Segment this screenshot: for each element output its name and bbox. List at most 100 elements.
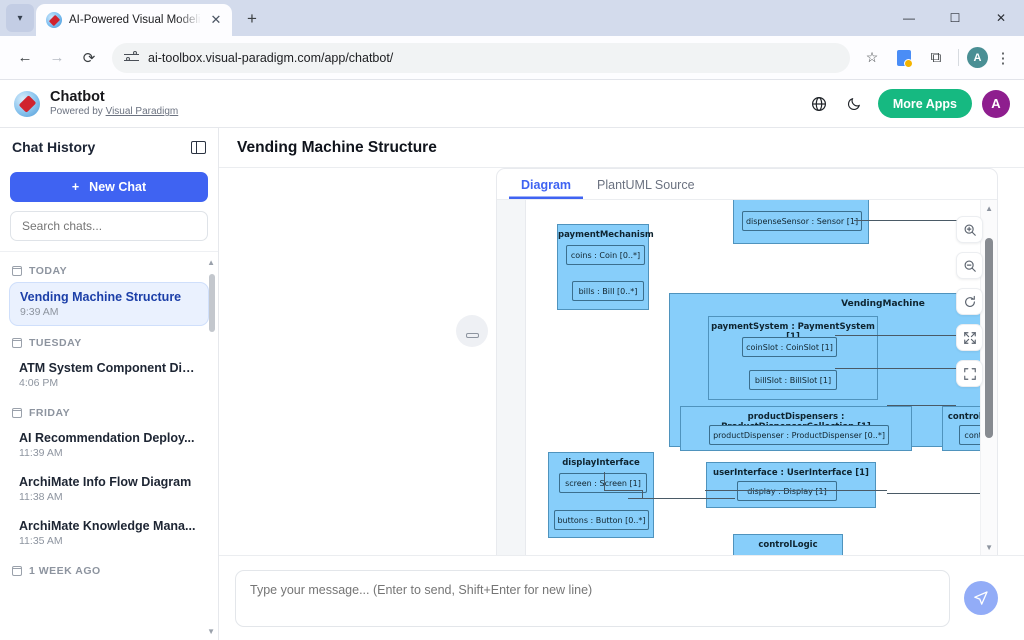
connector [887, 493, 995, 494]
connector [628, 498, 735, 499]
conversation-scroll-area[interactable]: Diagram PlantUML Source dispenseSensor :… [219, 168, 1024, 555]
plus-icon: + [72, 180, 79, 194]
calendar-icon [12, 266, 22, 276]
reading-list-icon[interactable] [890, 44, 918, 72]
diagram-block[interactable]: dispenseSensor : Sensor [1] [733, 200, 869, 244]
message-input[interactable] [235, 570, 950, 627]
bookmark-star-icon[interactable]: ☆ [858, 44, 886, 72]
chat-item-name: Vending Machine Structure [20, 290, 198, 304]
chat-list[interactable]: TODAY Vending Machine Structure 9:39 AM … [0, 252, 218, 640]
site-settings-icon[interactable] [124, 51, 139, 64]
chat-item-time: 11:35 AM [19, 535, 199, 547]
chat-list-item[interactable]: ArchiMate Knowledge Mana... 11:35 AM [9, 512, 209, 554]
browser-menu-icon[interactable]: ⋮ [992, 49, 1014, 67]
app-body: Chat History + New Chat TODAY Vending Ma… [0, 128, 1024, 640]
diagram-zoom-controls [956, 216, 983, 387]
chat-group-label: TUESDAY [29, 337, 82, 349]
minimize-icon[interactable]: — [886, 0, 932, 36]
diagram-block-displayInterface[interactable]: displayInterface screen : Screen [1] but… [548, 452, 654, 538]
forward-icon: → [42, 43, 72, 73]
diagram-canvas-wrapper[interactable]: dispenseSensor : Sensor [1] paymentMecha… [497, 200, 997, 555]
window-close-icon[interactable]: ✕ [978, 0, 1024, 36]
diagram-port[interactable]: billSlot : BillSlot [1] [749, 370, 837, 390]
fullscreen-icon[interactable] [956, 360, 983, 387]
connector [705, 490, 887, 491]
search-chats-input[interactable] [10, 211, 208, 241]
scroll-down-icon[interactable]: ▼ [207, 627, 215, 636]
extensions-icon[interactable]: ⧉ [922, 44, 950, 72]
diagram-block-title: VendingMachine [670, 299, 997, 309]
maximize-icon[interactable]: ☐ [932, 0, 978, 36]
new-chat-button[interactable]: + New Chat [10, 172, 208, 202]
connector [604, 472, 605, 490]
chat-list-item[interactable]: AI Recommendation Deploy... 11:39 AM [9, 424, 209, 466]
calendar-icon [12, 338, 22, 348]
panel-toggle-icon[interactable] [191, 141, 206, 154]
address-bar-url: ai-toolbox.visual-paradigm.com/app/chatb… [148, 51, 393, 65]
omnibar-actions: ☆ ⧉ A ⋮ [858, 44, 1014, 72]
diagram-port[interactable]: coins : Coin [0..*] [566, 245, 645, 265]
scroll-up-icon[interactable]: ▲ [985, 204, 993, 213]
browser-omnibar: ← → ⟳ ai-toolbox.visual-paradigm.com/app… [0, 36, 1024, 80]
chat-item-name: AI Recommendation Deploy... [19, 431, 199, 445]
diagram-port[interactable]: bills : Bill [0..*] [572, 281, 644, 301]
reload-icon[interactable]: ⟳ [74, 43, 104, 73]
app-header: Chatbot Powered by Visual Paradigm More … [0, 80, 1024, 128]
diagram-block-title: controlLogic [734, 540, 842, 550]
divider [958, 49, 959, 66]
diagram-canvas[interactable]: dispenseSensor : Sensor [1] paymentMecha… [526, 200, 997, 555]
diagram-scrollbar-thumb[interactable] [985, 238, 993, 438]
diagram-port[interactable]: productDispenser : ProductDispenser [0..… [709, 425, 889, 445]
diagram-block-VendingMachine[interactable]: VendingMachine paymentSystem : PaymentSy… [669, 293, 997, 447]
chat-group-header: TUESDAY [0, 328, 218, 354]
diagram-block-controlLogic[interactable]: controlLogic logicUnit : LogicUnit [1] [733, 534, 843, 555]
moon-icon[interactable] [842, 91, 868, 117]
diagram-card: Diagram PlantUML Source dispenseSensor :… [496, 168, 998, 555]
chat-list-item[interactable]: Vending Machine Structure 9:39 AM [9, 282, 209, 326]
chat-group-header: 1 WEEK AGO [0, 556, 218, 582]
visual-paradigm-link[interactable]: Visual Paradigm [106, 106, 179, 117]
visual-paradigm-icon [46, 12, 62, 28]
scroll-down-icon[interactable]: ▼ [985, 543, 993, 552]
diagram-block-paymentMechanism[interactable]: paymentMechanism coins : Coin [0..*] bil… [557, 224, 649, 310]
powered-by-label: Powered by [50, 106, 106, 117]
new-tab-button[interactable]: + [238, 5, 266, 33]
diagram-port[interactable]: display : Display [1] [737, 481, 837, 501]
address-bar[interactable]: ai-toolbox.visual-paradigm.com/app/chatb… [112, 43, 850, 73]
diagram-block-paymentSystem[interactable]: paymentSystem : PaymentSystem [1] coinSl… [708, 316, 878, 400]
diagram-block-productDispensers[interactable]: productDispensers : ProductDispenserColl… [680, 406, 912, 451]
conversation-header: Vending Machine Structure [219, 128, 1024, 168]
diagram-port[interactable]: buttons : Button [0..*] [554, 510, 649, 530]
tab-plantuml-source[interactable]: PlantUML Source [585, 178, 707, 199]
scroll-up-icon[interactable]: ▲ [207, 258, 215, 267]
diagram-block-title: paymentMechanism [558, 230, 648, 240]
sidebar-title: Chat History [12, 139, 95, 155]
connector [642, 490, 643, 498]
tab-search-button[interactable]: ▾ [6, 4, 34, 32]
diagram-block-title: displayInterface [549, 458, 653, 468]
back-icon[interactable]: ← [10, 43, 40, 73]
sidebar-scrollbar-thumb[interactable] [209, 274, 215, 332]
globe-icon[interactable] [806, 91, 832, 117]
more-apps-button[interactable]: More Apps [878, 89, 972, 118]
browser-profile-avatar[interactable]: A [967, 47, 988, 68]
diagram-port[interactable]: coinSlot : CoinSlot [1] [742, 337, 837, 357]
chat-group-label: TODAY [29, 265, 67, 277]
chat-list-item[interactable]: ArchiMate Info Flow Diagram 11:38 AM [9, 468, 209, 510]
diagram-port[interactable]: dispenseSensor : Sensor [1] [742, 211, 862, 231]
reset-icon[interactable] [956, 288, 983, 315]
browser-tab[interactable]: AI-Powered Visual Modeling Ch ✕ [36, 4, 232, 36]
tab-diagram[interactable]: Diagram [509, 178, 583, 199]
chat-group-header: TODAY [0, 256, 218, 282]
close-icon[interactable]: ✕ [208, 12, 224, 28]
fit-screen-icon[interactable] [956, 324, 983, 351]
user-avatar[interactable]: A [982, 90, 1010, 118]
send-button[interactable] [964, 581, 998, 615]
zoom-out-icon[interactable] [956, 252, 983, 279]
connector [887, 405, 956, 406]
diagram-block-userInterface[interactable]: userInterface : UserInterface [1] displa… [706, 462, 876, 508]
app-title: Chatbot [50, 89, 178, 106]
zoom-in-icon[interactable] [956, 216, 983, 243]
chat-list-item[interactable]: ATM System Component Dia... 4:06 PM [9, 354, 209, 396]
chat-item-time: 9:39 AM [20, 306, 198, 318]
